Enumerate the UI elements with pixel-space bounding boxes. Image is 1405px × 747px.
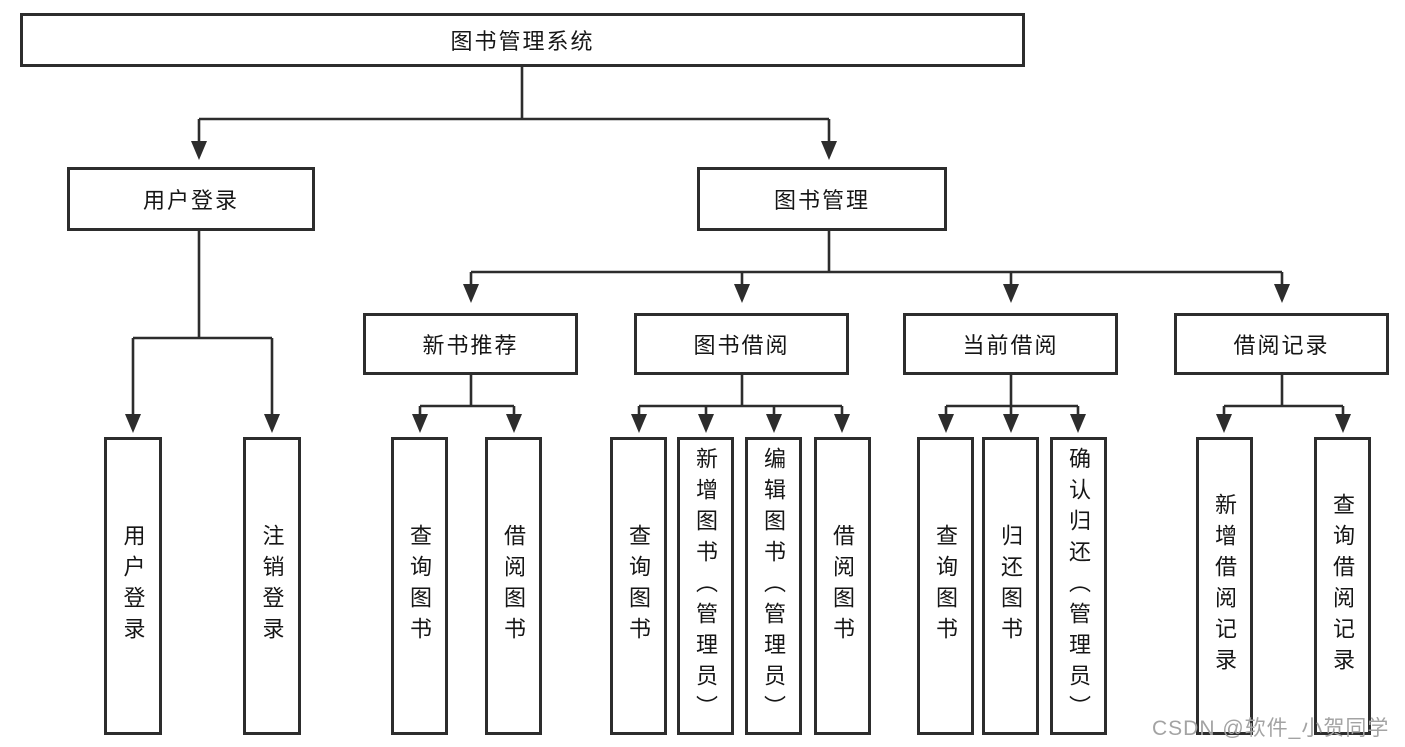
node-new-book-recommendation: 新书推荐 (363, 313, 578, 375)
node-label: 图书管理 (773, 188, 870, 213)
leaf-borrow-books: 借阅图书 (814, 437, 871, 735)
arrow-down-icons (125, 141, 1351, 433)
leaf-user-login: 用户登录 (104, 437, 162, 735)
node-label: 新书推荐 (422, 333, 519, 358)
node-label: 借阅记录 (1233, 333, 1330, 358)
leaf-query-borrow-record: 查询借阅记录 (1314, 437, 1371, 735)
node-user-login: 用户登录 (67, 167, 315, 231)
leaf-label: 归还图书 (998, 524, 1024, 648)
leaf-label: 用户登录 (120, 524, 146, 648)
leaf-logout: 注销登录 (243, 437, 301, 735)
leaf-query-books-borrow: 查询图书 (610, 437, 667, 735)
node-book-management: 图书管理 (697, 167, 947, 231)
leaf-label: 编辑图书（管理员） (761, 446, 787, 726)
node-borrowing-records: 借阅记录 (1174, 313, 1389, 375)
node-label: 用户登录 (142, 188, 239, 213)
node-library-management-system: 图书管理系统 (20, 13, 1025, 67)
leaf-return-books: 归还图书 (982, 437, 1039, 735)
leaf-label: 查询图书 (626, 524, 652, 648)
leaf-add-books-admin: 新增图书（管理员） (677, 437, 734, 735)
node-current-borrowing: 当前借阅 (903, 313, 1118, 375)
leaf-label: 查询借阅记录 (1330, 493, 1356, 679)
leaf-label: 借阅图书 (830, 524, 856, 648)
node-book-borrowing: 图书借阅 (634, 313, 849, 375)
leaf-query-books-recommend: 查询图书 (391, 437, 448, 735)
leaf-label: 确认归还（管理员） (1066, 446, 1092, 726)
node-label: 当前借阅 (962, 333, 1059, 358)
leaf-label: 新增借阅记录 (1212, 493, 1238, 679)
leaf-add-borrow-record: 新增借阅记录 (1196, 437, 1253, 735)
leaf-label: 新增图书（管理员） (693, 446, 719, 726)
leaf-label: 查询图书 (407, 524, 433, 648)
leaf-label: 注销登录 (259, 524, 285, 648)
leaf-label: 查询图书 (933, 524, 959, 648)
leaf-query-books-current: 查询图书 (917, 437, 974, 735)
leaf-edit-books-admin: 编辑图书（管理员） (745, 437, 802, 735)
leaf-borrow-books-recommend: 借阅图书 (485, 437, 542, 735)
watermark: CSDN @软件_小贺同学 (1152, 717, 1390, 740)
leaf-label: 借阅图书 (501, 524, 527, 648)
node-label: 图书借阅 (693, 333, 790, 358)
node-label: 图书管理系统 (450, 29, 595, 54)
leaf-confirm-return-admin: 确认归还（管理员） (1050, 437, 1107, 735)
